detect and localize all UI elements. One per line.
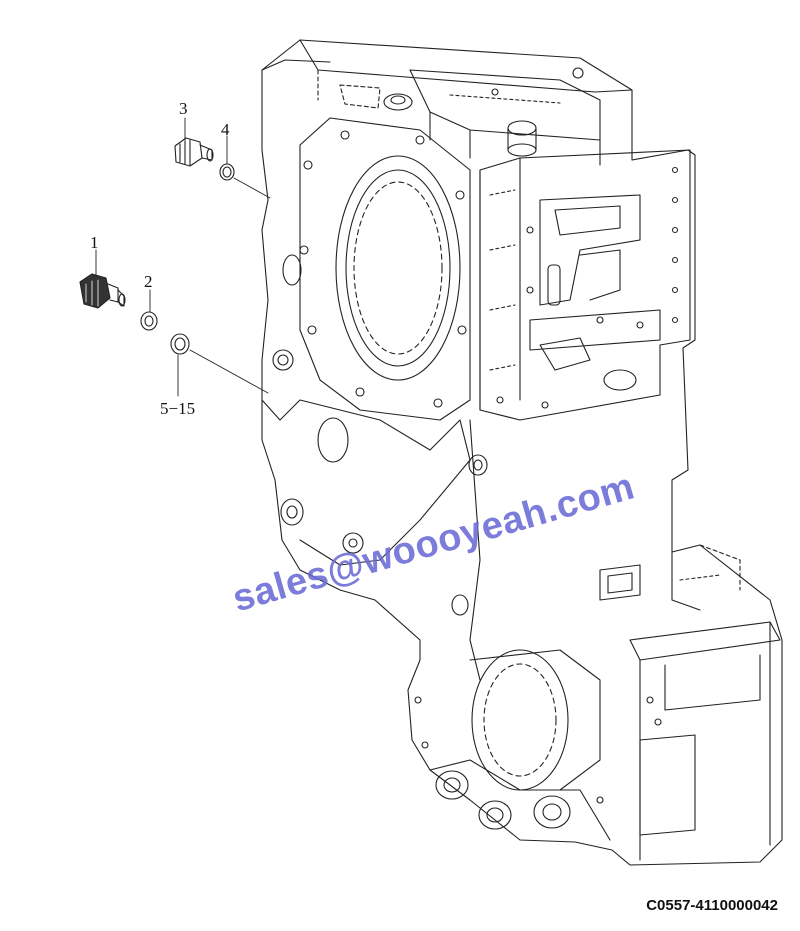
main-bore xyxy=(299,117,471,421)
callout-5-15: 5−15 xyxy=(160,399,196,418)
callout-4: 4 xyxy=(221,120,230,139)
left-side-features xyxy=(261,254,471,566)
part-4-o-ring xyxy=(219,163,235,181)
callout-3: 3 xyxy=(179,99,188,118)
housing-outline xyxy=(261,39,783,866)
leader-lines xyxy=(95,117,271,397)
bottom-section xyxy=(414,649,611,841)
drawing-code: C0557-4110000042 xyxy=(646,897,778,914)
part-2-seal xyxy=(140,311,158,331)
callout-1: 1 xyxy=(90,233,99,252)
valve-body xyxy=(479,149,691,421)
part-5-15-washer xyxy=(170,333,190,355)
callout-2: 2 xyxy=(144,272,153,291)
part-1-fitting xyxy=(79,273,126,309)
middle-body xyxy=(451,419,721,681)
top-block xyxy=(339,67,601,166)
lower-box xyxy=(629,544,781,861)
part-3-plug xyxy=(174,137,214,167)
